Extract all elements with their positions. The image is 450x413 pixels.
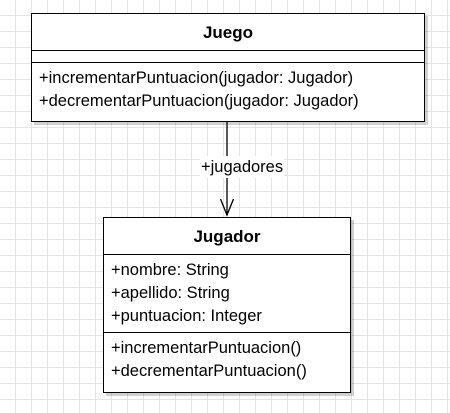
- method-item: +decrementarPuntuacion(): [111, 362, 307, 380]
- class-name-jugador: Jugador: [104, 218, 350, 255]
- attributes-section-juego: [32, 51, 424, 63]
- attribute-item: +nombre: String: [111, 261, 229, 279]
- class-box-juego[interactable]: Juego +incrementarPuntuacion(jugador: Ju…: [31, 13, 425, 122]
- attribute-item: +puntuacion: Integer: [111, 307, 262, 325]
- methods-section-juego: +incrementarPuntuacion(jugador: Jugador)…: [32, 63, 424, 117]
- attributes-section-jugador: +nombre: String +apellido: String +puntu…: [104, 255, 350, 333]
- class-name-juego: Juego: [32, 14, 424, 51]
- method-item: +incrementarPuntuacion(jugador: Jugador): [39, 69, 354, 87]
- method-item: +incrementarPuntuacion(): [111, 339, 302, 357]
- attribute-item: +apellido: String: [111, 284, 230, 302]
- methods-section-jugador: +incrementarPuntuacion() +decrementarPun…: [104, 333, 350, 387]
- class-box-jugador[interactable]: Jugador +nombre: String +apellido: Strin…: [103, 217, 351, 393]
- association-label: +jugadores: [200, 156, 285, 178]
- method-item: +decrementarPuntuacion(jugador: Jugador): [39, 92, 359, 110]
- arrowhead-icon: [219, 198, 235, 217]
